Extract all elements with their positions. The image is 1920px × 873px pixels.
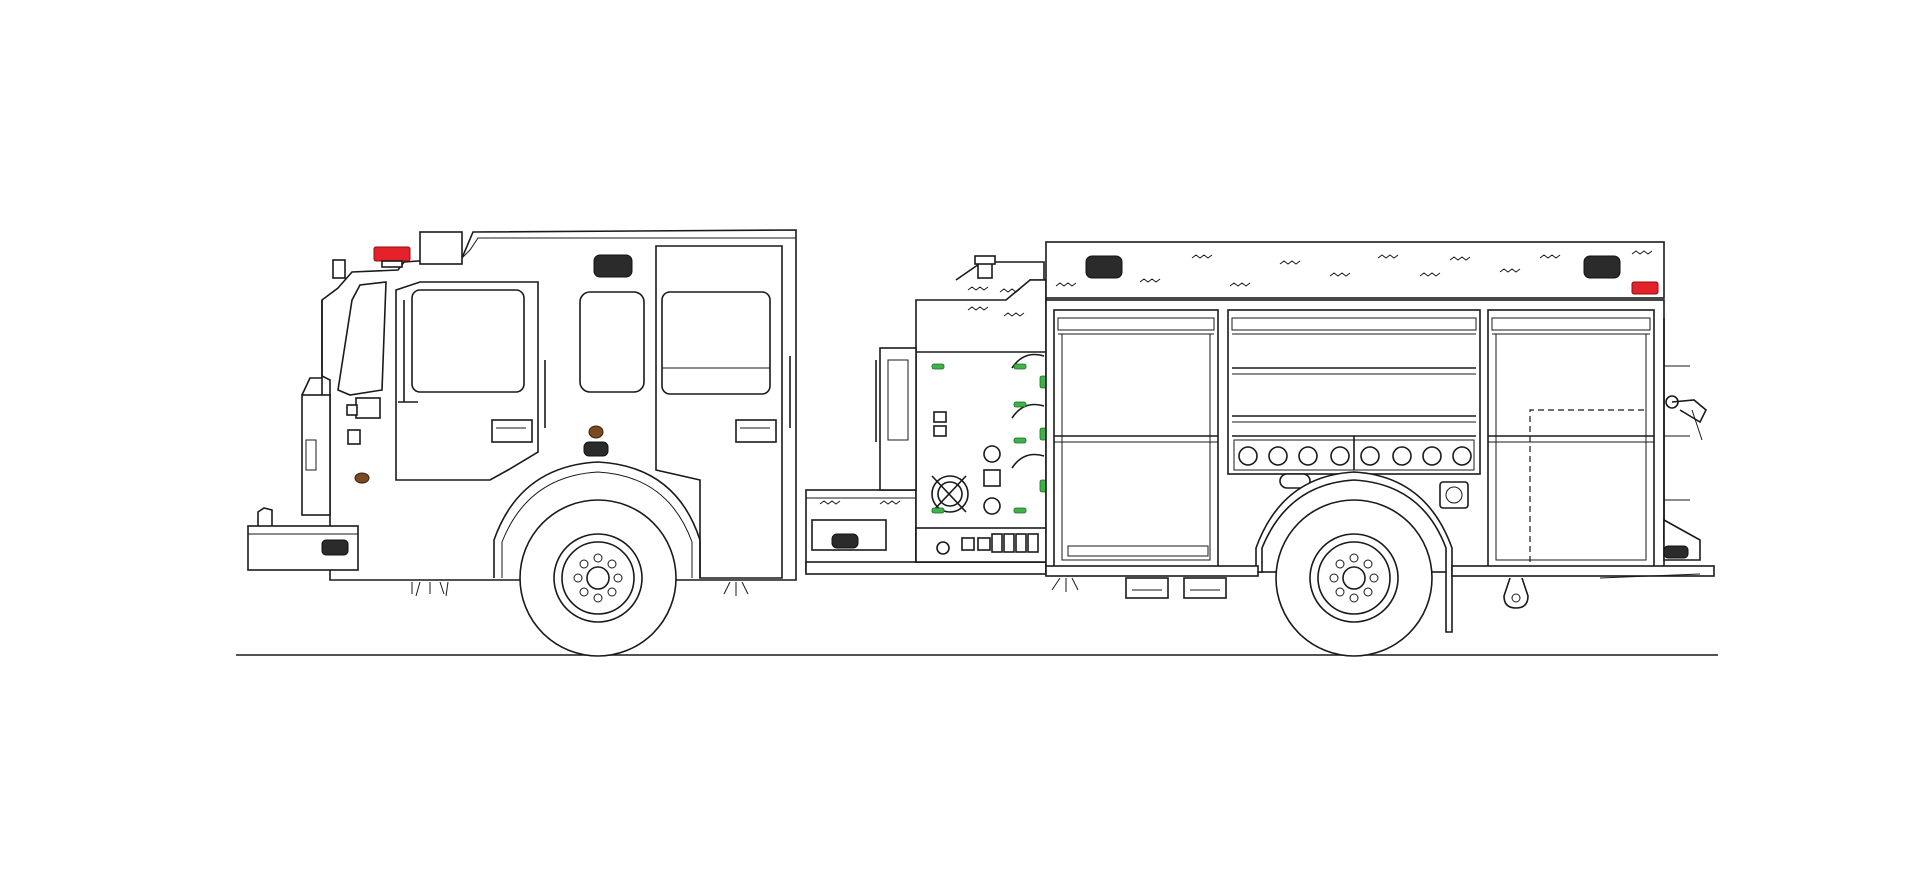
middle-window <box>579 291 645 393</box>
gauge-icon <box>936 541 950 555</box>
front-intake-icon <box>257 507 273 526</box>
step-light <box>831 533 859 549</box>
pump-panel-section <box>805 255 1047 575</box>
hose-nozzle-row <box>1238 446 1472 466</box>
rear-wheel-arch <box>1255 471 1453 633</box>
rear-hardware <box>1663 318 1709 575</box>
apparatus-body <box>1045 241 1715 657</box>
hidden-equipment-outline <box>1529 409 1648 562</box>
cab-scene-light <box>593 254 633 278</box>
front-warning-light <box>373 246 411 262</box>
tail-light-dark <box>1663 545 1689 559</box>
rear-warning-light <box>1631 281 1659 295</box>
windshield <box>337 281 387 396</box>
front-door-window <box>411 289 525 393</box>
rear-door-handle <box>735 419 777 443</box>
front-wheel <box>519 499 677 657</box>
rear-door-window <box>661 291 771 395</box>
body-running-board <box>1045 565 1259 577</box>
body-scene-light-left <box>1085 255 1123 279</box>
body-scene-light-right <box>1583 255 1621 279</box>
compartment-2 <box>1227 309 1481 475</box>
rear-wheel <box>1275 499 1433 657</box>
side-mirror <box>332 259 346 279</box>
main-intake-icon <box>931 475 969 513</box>
pump-control-knob <box>983 445 1001 463</box>
cab-marker-light <box>354 472 370 484</box>
emblem-icon <box>1439 481 1469 509</box>
cab <box>247 229 797 657</box>
front-bumper-light <box>321 539 349 556</box>
pump-side-panel <box>879 347 917 491</box>
cab-lower-light <box>583 441 609 457</box>
front-wheel-arch <box>493 461 701 578</box>
pump-indicator-lights <box>931 363 1047 514</box>
front-door-handle <box>491 419 533 443</box>
body-upper-panel <box>1045 241 1665 299</box>
